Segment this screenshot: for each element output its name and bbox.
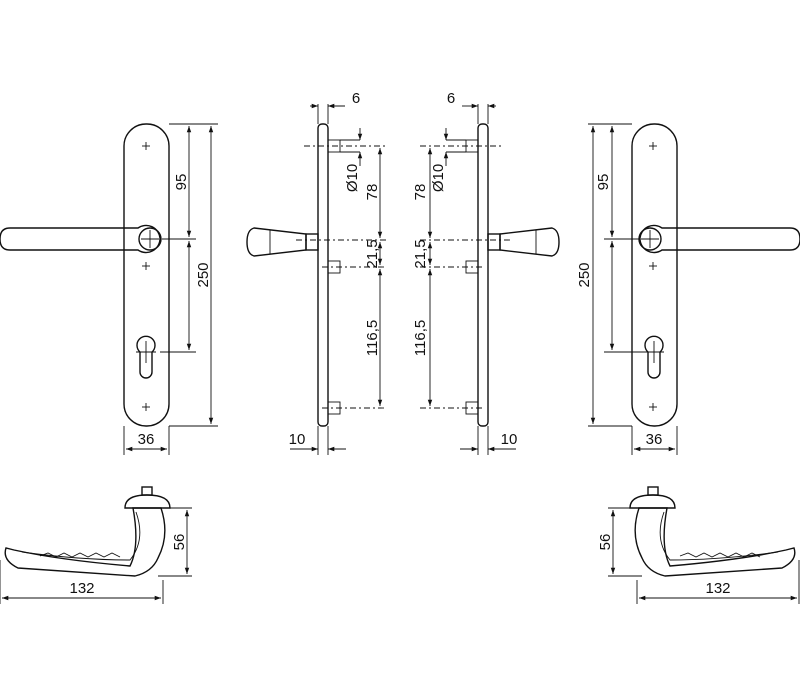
left-dim-10: 10 <box>289 431 306 448</box>
right-top-lever <box>634 507 796 577</box>
right-top-rose <box>629 494 676 509</box>
right-dim-56: 56 <box>597 534 614 551</box>
left-side-plate <box>317 123 329 427</box>
left-dim-250: 250 <box>195 262 212 287</box>
right-dim-36: 36 <box>646 431 663 448</box>
left-backplate <box>123 123 170 427</box>
left-dim-95: 95 <box>173 174 190 191</box>
left-dim-56: 56 <box>171 534 188 551</box>
left-dim-116-5: 116,5 <box>364 320 381 356</box>
left-dim-132: 132 <box>69 580 94 597</box>
left-side-neck <box>305 233 319 251</box>
left-side-grip <box>246 227 307 257</box>
right-dim-250: 250 <box>576 262 593 287</box>
right-dim-dia10: Ø10 <box>430 164 447 192</box>
left-dim-21-5: 21,5 <box>364 239 381 268</box>
right-dim-21-5: 21,5 <box>412 239 429 268</box>
right-dim-132: 132 <box>705 580 730 597</box>
left-front-view: 95 250 36 <box>0 123 218 455</box>
right-dim-116-5: 116,5 <box>412 320 429 356</box>
right-side-view: 6 Ø10 78 21,5 116,5 10 <box>412 90 560 455</box>
right-side-neck <box>487 233 501 251</box>
left-mid-screw-mark <box>142 262 150 270</box>
left-bottom-screw-mark <box>142 403 150 411</box>
left-lever <box>0 224 161 254</box>
left-top-screw-mark <box>142 142 150 150</box>
left-dim-6: 6 <box>352 90 360 107</box>
right-backplate <box>631 123 678 427</box>
left-top-lever <box>4 507 166 577</box>
right-front-view: 95 250 36 <box>576 123 800 455</box>
left-rose <box>138 227 162 251</box>
left-dim-dia10: Ø10 <box>344 164 361 192</box>
right-dim-6: 6 <box>447 90 455 107</box>
left-side-view: 6 Ø10 78 21,5 116,5 10 <box>246 90 386 455</box>
right-dim-78: 78 <box>412 184 429 201</box>
right-top-view: 56 132 <box>597 486 800 604</box>
right-dim-95: 95 <box>595 174 612 191</box>
right-lever <box>639 224 800 254</box>
left-dim-78: 78 <box>364 184 381 201</box>
left-top-view: 56 132 <box>0 486 192 604</box>
left-cylinder-hole <box>136 335 156 379</box>
right-side-plate <box>477 123 489 427</box>
left-dim-36: 36 <box>138 431 155 448</box>
right-side-grip <box>499 227 560 257</box>
right-dim-10: 10 <box>501 431 518 448</box>
right-cylinder-hole <box>644 335 664 379</box>
left-top-rose <box>124 494 171 509</box>
